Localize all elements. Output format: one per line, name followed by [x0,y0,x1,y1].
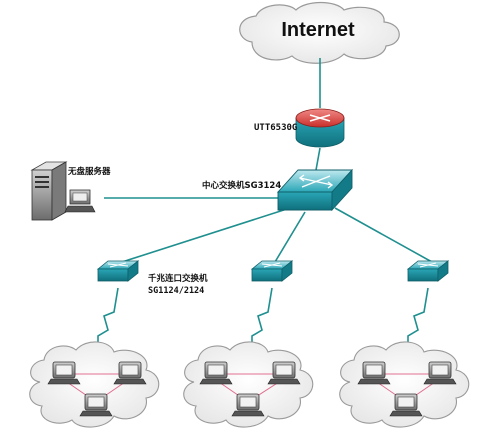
internet-cloud: Internet [239,1,400,64]
pc-icon[interactable] [423,361,457,385]
access-switch-label-line2: SG1124/2124 [148,286,204,296]
server-icon[interactable] [30,161,96,221]
pc-icon[interactable] [113,361,147,385]
internet-label: Internet [281,19,355,41]
link-switch-lan-right [407,287,429,352]
lan-cloud-right [339,341,470,428]
link-router-core [315,147,321,171]
access-switch-label-line1: 千兆连口交换机 [148,273,208,284]
lan-cloud-middle [183,341,314,428]
link-switch-lan-left [97,287,119,352]
link-core-switch-left [121,207,291,263]
access-switch-right-icon[interactable] [406,260,450,282]
core-switch-label: 中心交换机SG3124 [202,180,281,191]
pc-icon[interactable] [357,361,391,385]
pc-icon[interactable] [79,393,113,417]
network-links [97,58,433,352]
router-icon[interactable] [295,108,345,148]
core-switch-icon[interactable] [276,168,354,212]
server-label: 无盘服务器 [67,166,111,177]
access-switch-middle-icon[interactable] [250,260,294,282]
link-core-switch-middle [274,211,306,263]
link-switch-lan-middle [251,287,273,352]
link-core-switch-right [334,207,433,263]
lan-cloud-left [29,341,160,428]
pc-icon[interactable] [199,361,233,385]
access-switch-left-icon[interactable] [96,260,140,282]
pc-icon[interactable] [267,361,301,385]
pc-icon[interactable] [47,361,81,385]
router-label: UTT6530G [254,123,297,133]
pc-icon[interactable] [389,393,423,417]
pc-icon[interactable] [231,393,265,417]
